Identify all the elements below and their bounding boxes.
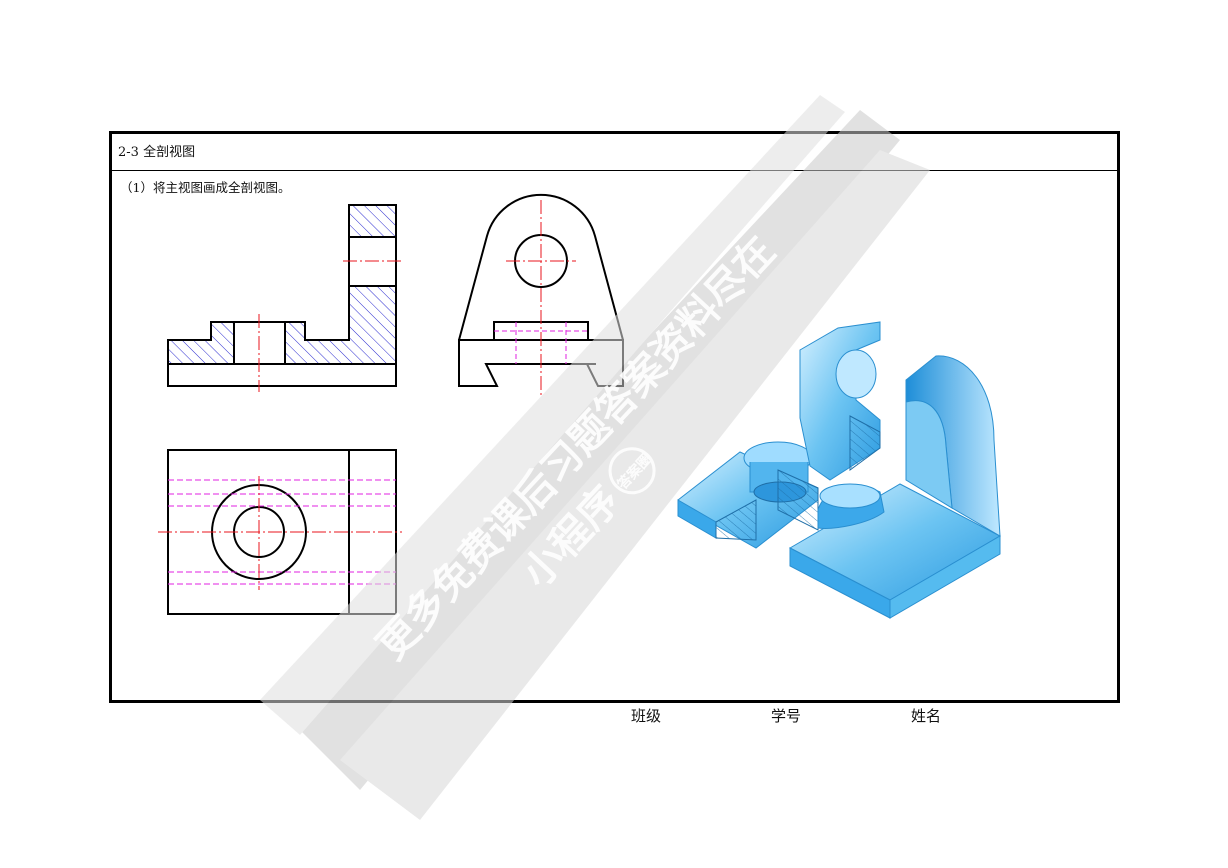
top-view bbox=[158, 449, 402, 615]
instruction-text: （1）将主视图画成全剖视图。 bbox=[120, 180, 291, 195]
side-view bbox=[458, 193, 624, 398]
name-label: 姓名 bbox=[911, 707, 942, 725]
front-section-view bbox=[167, 204, 402, 392]
student-number-label: 学号 bbox=[771, 707, 802, 725]
isometric-illustration bbox=[677, 321, 1002, 619]
section-title: 2-3 全剖视图 bbox=[118, 145, 196, 160]
class-label: 班级 bbox=[631, 707, 662, 725]
